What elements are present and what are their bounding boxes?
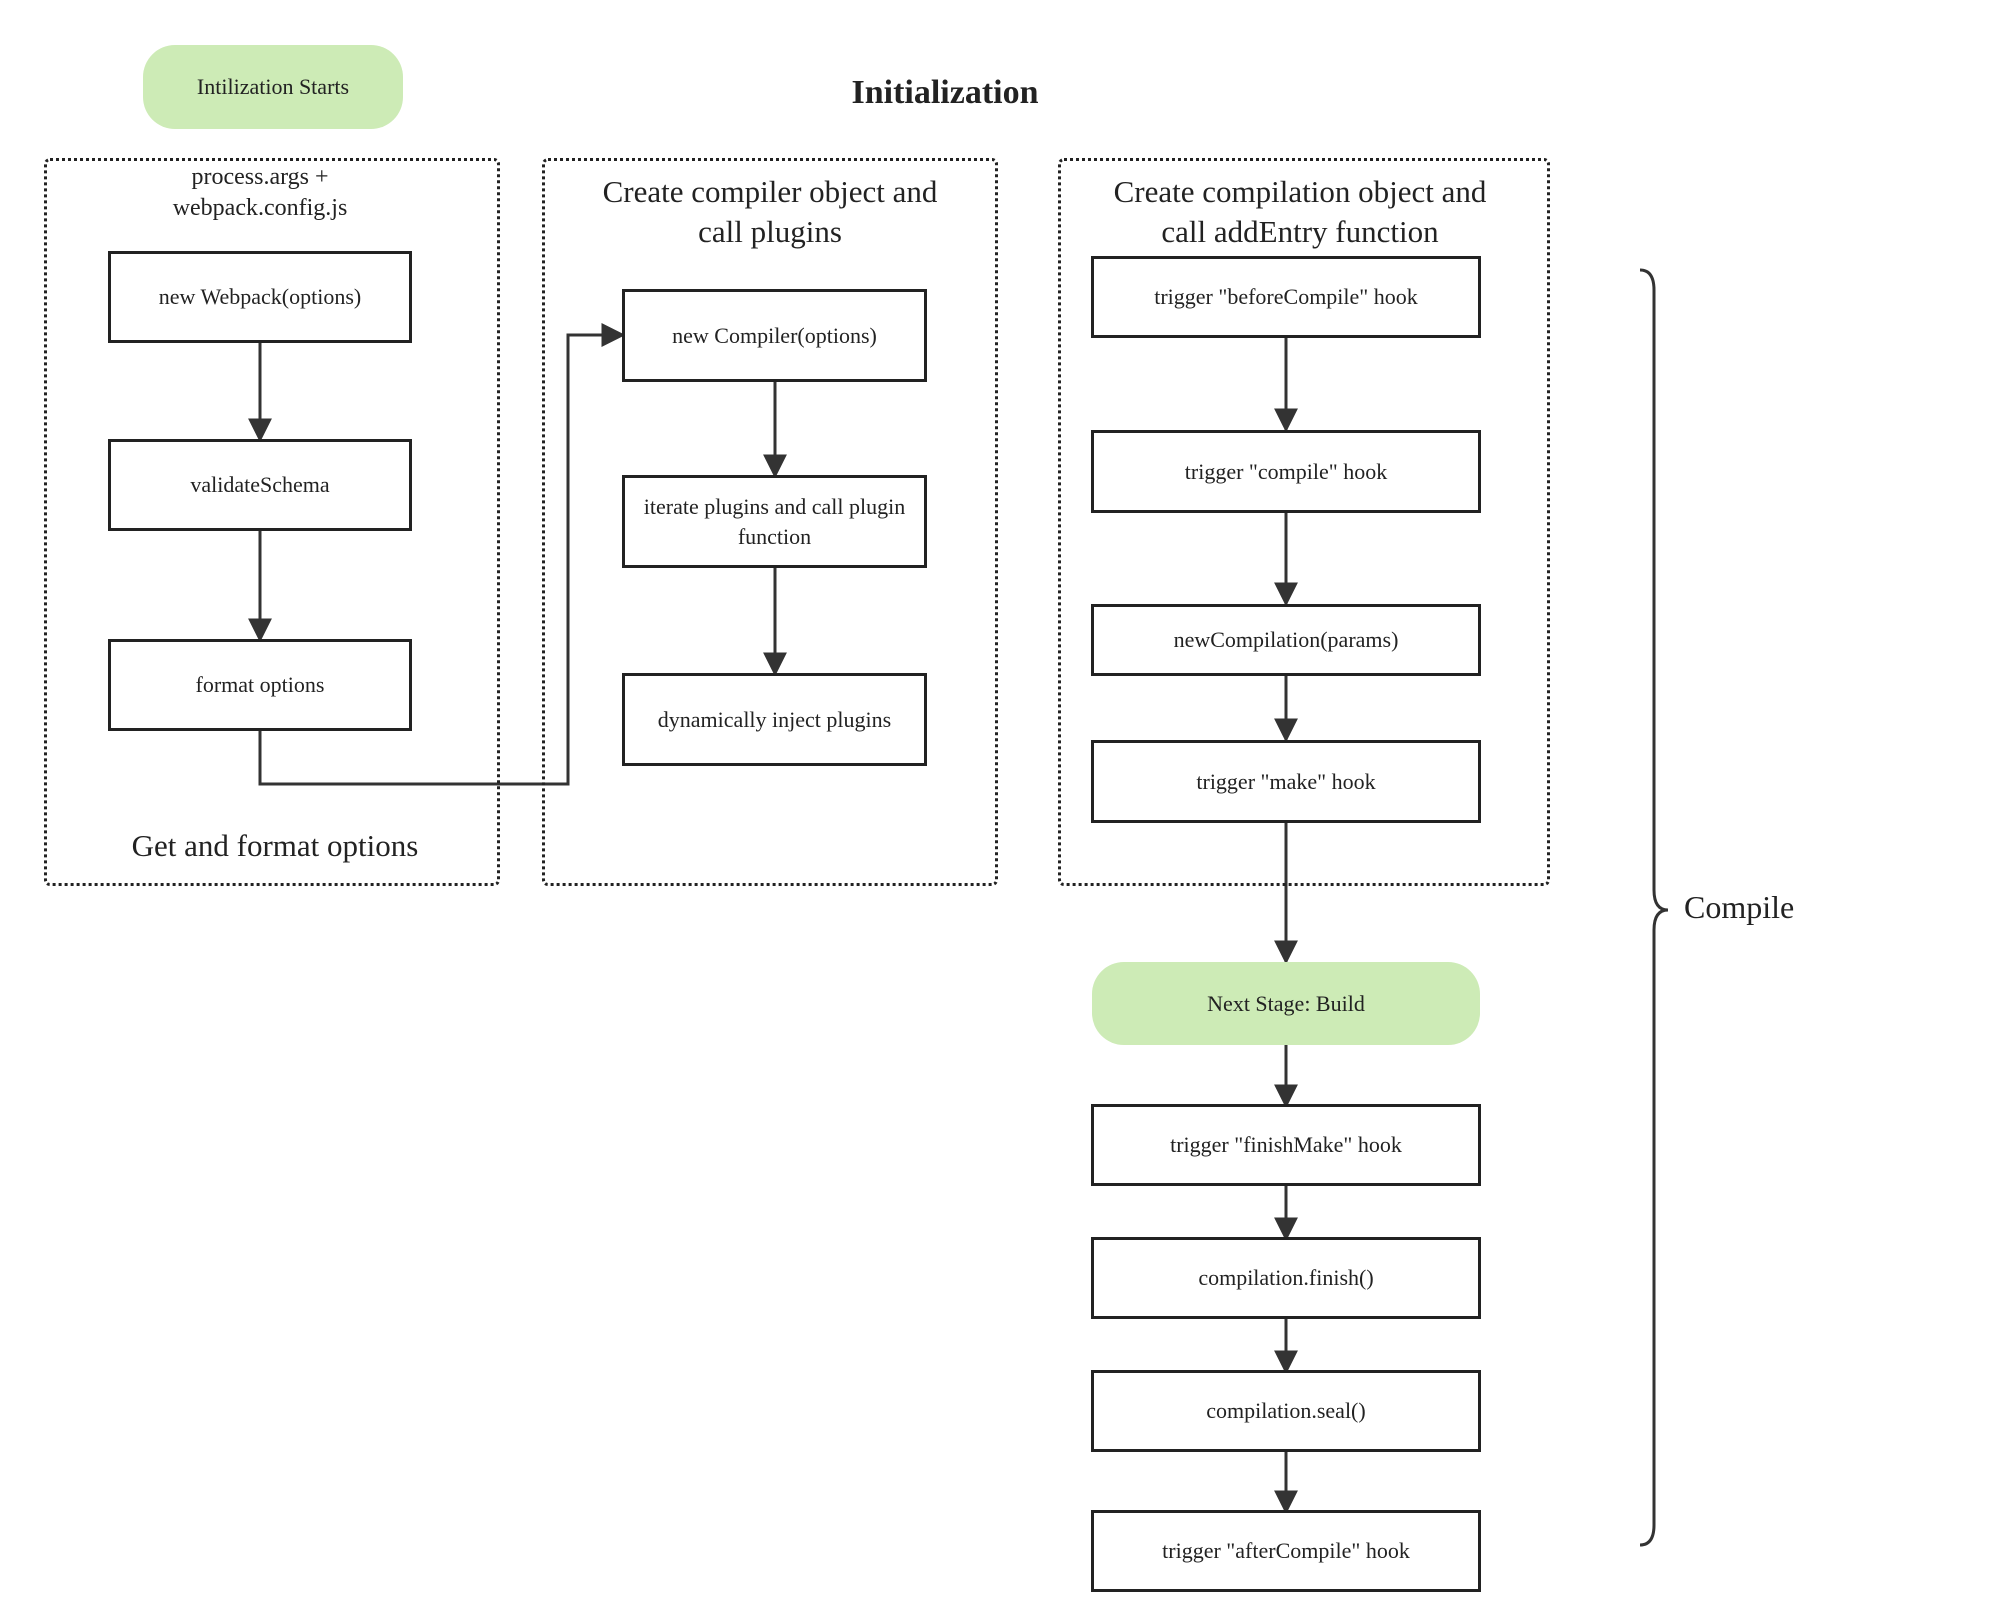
step-compile-hook: trigger "compile" hook (1091, 430, 1481, 513)
step-new-compilation: newCompilation(params) (1091, 604, 1481, 676)
step-compilation-seal: compilation.seal() (1091, 1370, 1481, 1452)
compile-brace-label: Compile (1684, 889, 1795, 925)
group-create-compilation (1058, 158, 1550, 886)
step-new-webpack: new Webpack(options) (108, 251, 412, 343)
step-new-compiler: new Compiler(options) (622, 289, 927, 382)
diagram-title: Initialization (851, 74, 1039, 111)
step-before-compile: trigger "beforeCompile" hook (1091, 256, 1481, 338)
arrow-format-to-compiler (258, 323, 626, 786)
step-make-hook: trigger "make" hook (1091, 740, 1481, 823)
compile-brace (1639, 268, 1669, 1547)
step-finish-make: trigger "finishMake" hook (1091, 1104, 1481, 1186)
step-validate-schema: validateSchema (108, 439, 412, 531)
next-stage-terminal: Next Stage: Build (1092, 962, 1480, 1045)
step-format-options: format options (108, 639, 412, 731)
group-create-compiler (542, 158, 998, 886)
group-compilation-header: Create compilation object and call addEn… (1113, 174, 1487, 250)
step-inject-plugins: dynamically inject plugins (622, 673, 927, 766)
group-options-header: process.args + webpack.config.js (172, 164, 348, 222)
group-compiler-header: Create compiler object and call plugins (602, 174, 938, 250)
group-get-format-options (44, 158, 500, 886)
step-iterate-plugins: iterate plugins and call plugin function (622, 475, 927, 568)
group-options-footer: Get and format options (131, 828, 419, 863)
start-terminal: Intilization Starts (143, 45, 403, 129)
step-after-compile: trigger "afterCompile" hook (1091, 1510, 1481, 1592)
step-compilation-finish: compilation.finish() (1091, 1237, 1481, 1319)
